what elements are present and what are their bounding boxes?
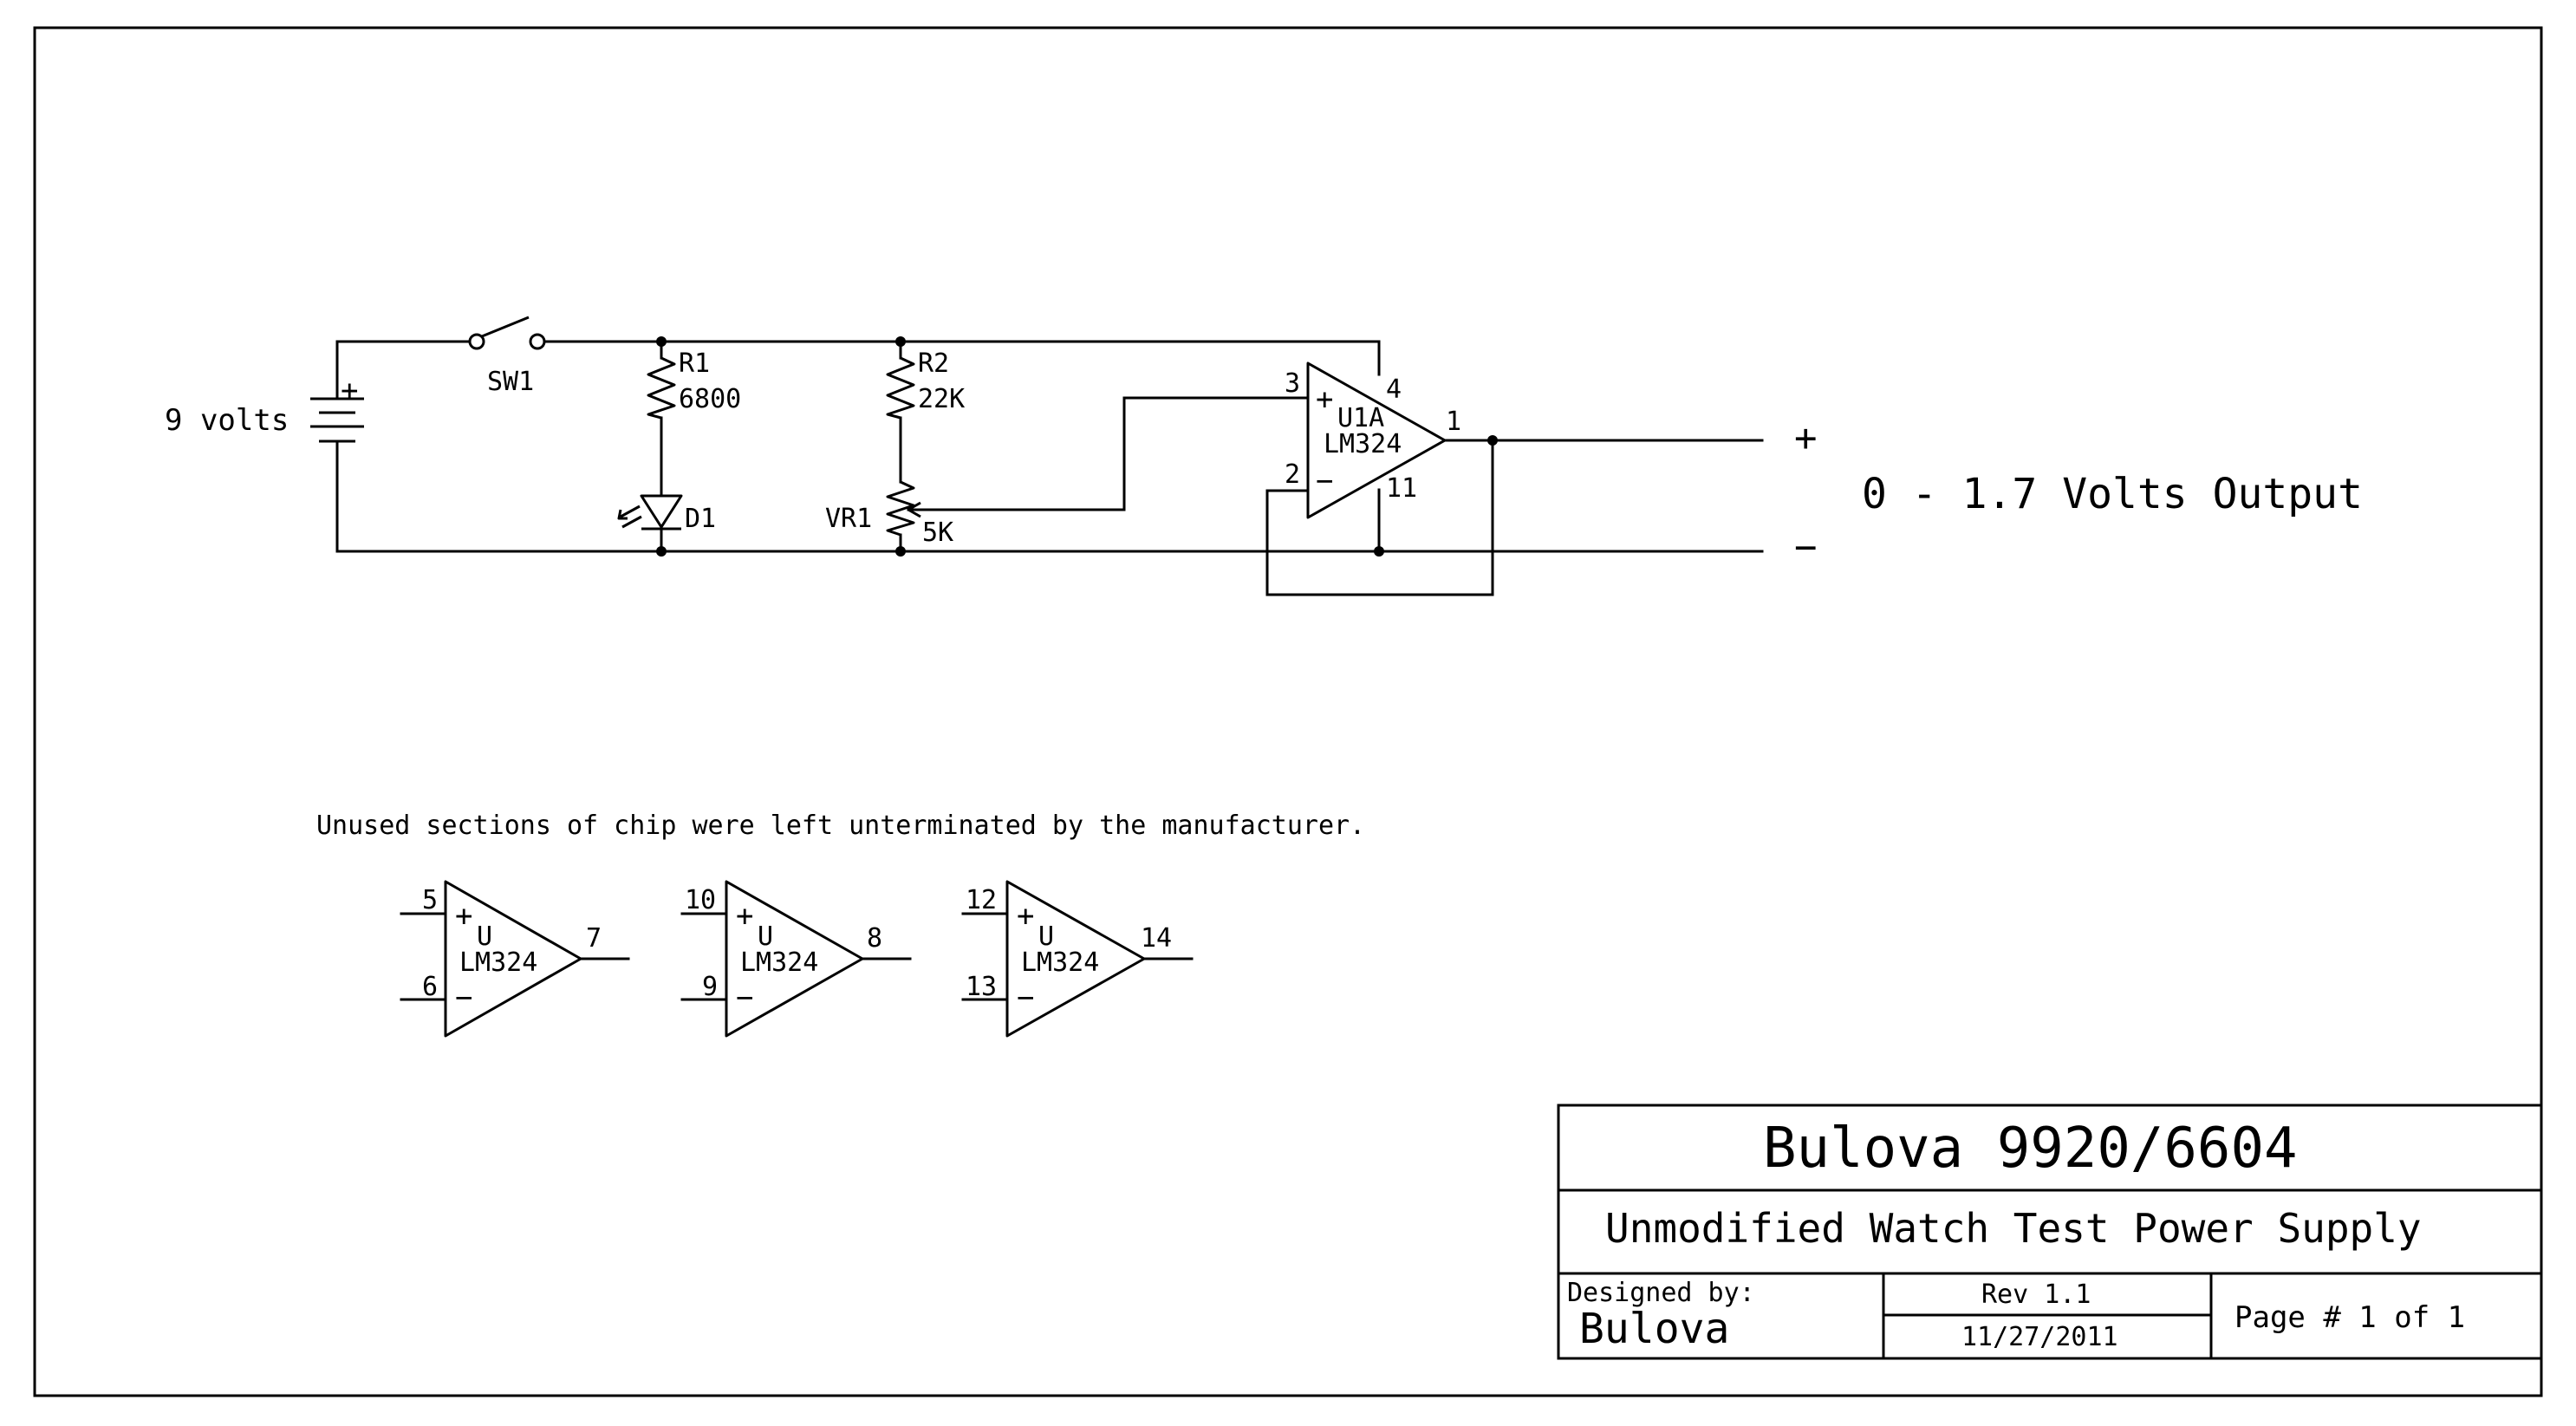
battery-plus-sign: + bbox=[341, 374, 358, 408]
led-ref: D1 bbox=[685, 504, 716, 534]
r1-resistor-symbol bbox=[647, 356, 676, 420]
output-plus-sign: + bbox=[1794, 416, 1818, 460]
page-number: Page # 1 of 1 bbox=[2234, 1300, 2465, 1335]
u1a-pin-1: 1 bbox=[1446, 407, 1461, 437]
unused-3-ref: U bbox=[1038, 921, 1054, 952]
u1a-plus-sign: + bbox=[1316, 382, 1333, 417]
unused-2-ref: U bbox=[758, 921, 773, 952]
r1-value: 6800 bbox=[679, 384, 741, 414]
unused-3-part: LM324 bbox=[1021, 947, 1099, 978]
r1-ref: R1 bbox=[679, 348, 710, 379]
unused-1-pin-minus: 6 bbox=[422, 972, 438, 1002]
unused-2-pin-out: 8 bbox=[867, 923, 882, 954]
unused-2-pin-minus: 9 bbox=[702, 972, 718, 1002]
u1a-part: LM324 bbox=[1324, 429, 1402, 459]
u1a-ref: U1A bbox=[1337, 403, 1384, 433]
sheet-border bbox=[33, 26, 2543, 1397]
switch-symbol bbox=[468, 316, 546, 350]
unused-2-pin-plus: 10 bbox=[685, 885, 716, 915]
unused-3-plus-sign: + bbox=[1017, 899, 1034, 934]
unused-1-part: LM324 bbox=[459, 947, 537, 978]
u1a-pin-3: 3 bbox=[1285, 368, 1300, 399]
u1a-pin-4: 4 bbox=[1386, 374, 1402, 405]
revision-date: 11/27/2011 bbox=[1961, 1322, 2118, 1352]
unused-1-ref: U bbox=[477, 921, 492, 952]
unused-opamp-1 bbox=[400, 880, 630, 1038]
battery-label: 9 volts bbox=[165, 403, 289, 438]
u1a-pin-11: 11 bbox=[1386, 473, 1417, 504]
unused-sections-note: Unused sections of chip were left unterm… bbox=[316, 811, 1365, 841]
switch-ref: SW1 bbox=[487, 367, 534, 397]
title-block-subtitle: Unmodified Watch Test Power Supply bbox=[1605, 1205, 2422, 1252]
vr1-ref: VR1 bbox=[825, 504, 872, 534]
title-block bbox=[1557, 1104, 2543, 1360]
output-minus-sign: − bbox=[1794, 525, 1818, 570]
vr1-potentiometer-symbol bbox=[886, 480, 915, 537]
battery-symbol bbox=[310, 397, 364, 443]
r2-resistor-symbol bbox=[886, 356, 915, 420]
unused-3-pin-minus: 13 bbox=[966, 972, 997, 1002]
unused-2-minus-sign: − bbox=[736, 980, 753, 1015]
vr1-value: 5K bbox=[922, 518, 953, 548]
unused-3-minus-sign: − bbox=[1017, 980, 1034, 1015]
designed-by-label: Designed by: bbox=[1567, 1278, 1755, 1308]
unused-opamp-2 bbox=[680, 880, 912, 1038]
unused-3-pin-plus: 12 bbox=[966, 885, 997, 915]
unused-2-part: LM324 bbox=[740, 947, 818, 978]
r2-ref: R2 bbox=[918, 348, 949, 379]
unused-1-minus-sign: − bbox=[455, 980, 472, 1015]
output-label: 0 - 1.7 Volts Output bbox=[1862, 470, 2363, 518]
unused-1-plus-sign: + bbox=[455, 899, 472, 934]
led-symbol bbox=[617, 494, 683, 531]
unused-1-pin-out: 7 bbox=[586, 923, 602, 954]
unused-2-plus-sign: + bbox=[736, 899, 753, 934]
u1a-opamp-symbol bbox=[1306, 361, 1447, 519]
title-block-title: Bulova 9920/6604 bbox=[1763, 1117, 2298, 1181]
designer-name: Bulova bbox=[1579, 1305, 1729, 1353]
junction-dots bbox=[656, 336, 1498, 557]
unused-opamp-3 bbox=[961, 880, 1194, 1038]
vr1-wiper-arrow bbox=[907, 501, 921, 518]
u1a-minus-sign: − bbox=[1316, 464, 1333, 498]
r2-value: 22K bbox=[918, 384, 965, 414]
revision: Rev 1.1 bbox=[1981, 1279, 2091, 1310]
wires bbox=[335, 340, 1764, 596]
unused-3-pin-out: 14 bbox=[1141, 923, 1172, 954]
unused-1-pin-plus: 5 bbox=[422, 885, 438, 915]
u1a-pin-2: 2 bbox=[1285, 459, 1300, 490]
